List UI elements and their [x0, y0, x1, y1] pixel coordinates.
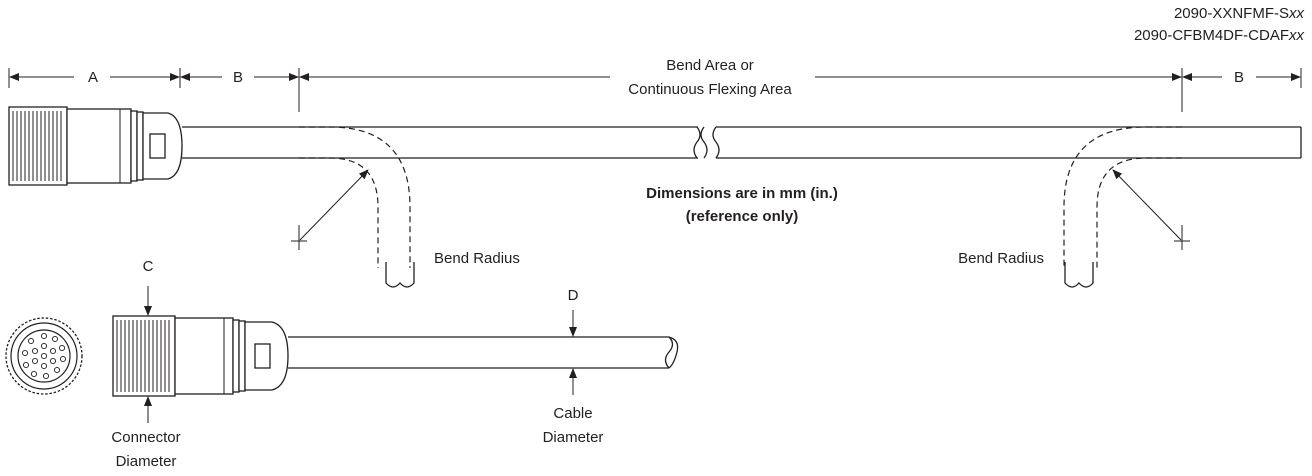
top-connector [8, 106, 183, 186]
connector-diameter-label-line2: Diameter [116, 453, 177, 470]
left-bend-radius: Bend Radius [291, 126, 520, 288]
part-number-2: 2090-CFBM4DF-CDAFxx [1134, 27, 1305, 44]
top-cable [182, 126, 1302, 159]
dimensions-note-line2: (reference only) [686, 208, 799, 225]
bend-area-label-line2: Continuous Flexing Area [628, 81, 792, 98]
bend-radius-right-label: Bend Radius [958, 250, 1044, 267]
bottom-cable [288, 336, 679, 369]
connector-diameter-label-line1: Connector [111, 429, 180, 446]
dim-c-label: C [143, 258, 154, 275]
dimension-b-right: B [1182, 68, 1302, 88]
dimensions-note-line1: Dimensions are in mm (in.) [646, 185, 838, 202]
cable-diameter-label-line1: Cable [553, 405, 592, 422]
right-bend-radius: Bend Radius [958, 126, 1190, 288]
dimension-c: C Connector Diameter [111, 258, 180, 470]
dimension-a: A [8, 68, 181, 88]
bend-radius-left-label: Bend Radius [434, 250, 520, 267]
dim-b-right-label: B [1234, 69, 1244, 86]
bottom-connector [112, 315, 289, 397]
bend-area-label-line1: Bend Area or [666, 57, 754, 74]
part-number-1: 2090-XXNFMF-Sxx [1174, 5, 1305, 22]
dim-a-label: A [88, 69, 98, 86]
dim-d-label: D [568, 287, 579, 304]
dimension-b-left: B [180, 68, 300, 112]
cable-diameter-label-line2: Diameter [543, 429, 604, 446]
bend-area-dimension: Bend Area or Continuous Flexing Area [299, 57, 1183, 112]
dimension-d: D Cable Diameter [543, 287, 604, 446]
connector-face-view [5, 317, 83, 395]
dim-b-left-label: B [233, 69, 243, 86]
